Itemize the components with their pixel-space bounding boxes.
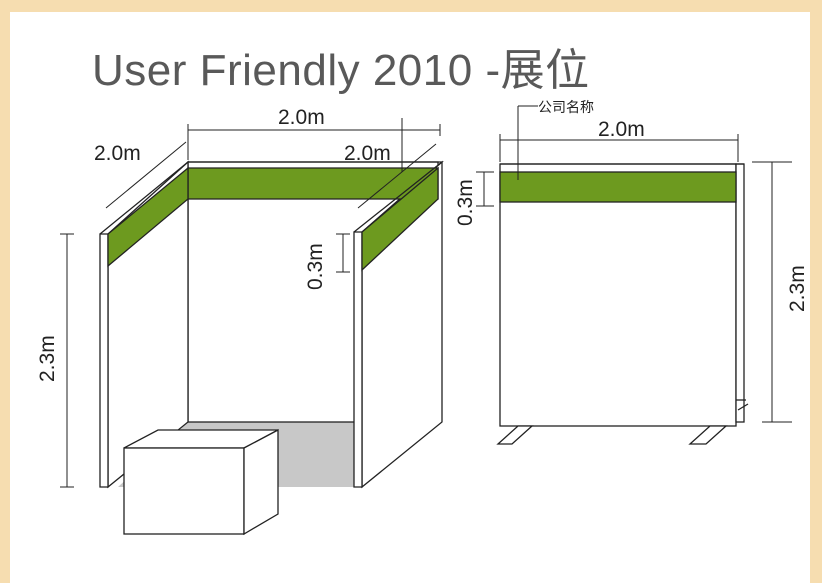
right-fascia-height-label: 0.3m <box>454 179 477 226</box>
left-wall-height-label: 2.3m <box>36 335 59 382</box>
counter-box-side <box>243 428 279 536</box>
right-foot <box>688 425 728 445</box>
right-wall-edge <box>353 231 363 488</box>
left-dimensions <box>60 118 441 488</box>
right-dimensions <box>476 105 792 423</box>
left-wall-edge <box>99 233 109 488</box>
left-depth-label: 2.0m <box>94 142 141 165</box>
left-fascia-height-label: 0.3m <box>304 243 327 290</box>
left-foot <box>496 425 534 445</box>
fascia-left <box>107 166 189 268</box>
right-depth-label: 2.0m <box>344 142 391 165</box>
front-wall <box>499 163 737 427</box>
counter-box-front <box>123 447 245 535</box>
right-wall-height-label: 2.3m <box>786 265 809 312</box>
front-fascia <box>499 171 737 203</box>
front-wall-side <box>735 163 745 423</box>
booth-front-view <box>496 163 749 445</box>
left-width-label: 2.0m <box>278 106 325 129</box>
page-title: User Friendly 2010 -展位 <box>92 46 590 95</box>
booth-3d-view <box>99 160 444 536</box>
right-width-label: 2.0m <box>598 118 645 141</box>
slide-panel: User Friendly 2010 -展位 <box>10 12 810 583</box>
booth-diagram: 2.0m 2.0m 2.0m 0.3m 2.3m <box>36 99 809 536</box>
company-name-label: 公司名称 <box>538 99 594 115</box>
fascia-right <box>361 166 439 272</box>
